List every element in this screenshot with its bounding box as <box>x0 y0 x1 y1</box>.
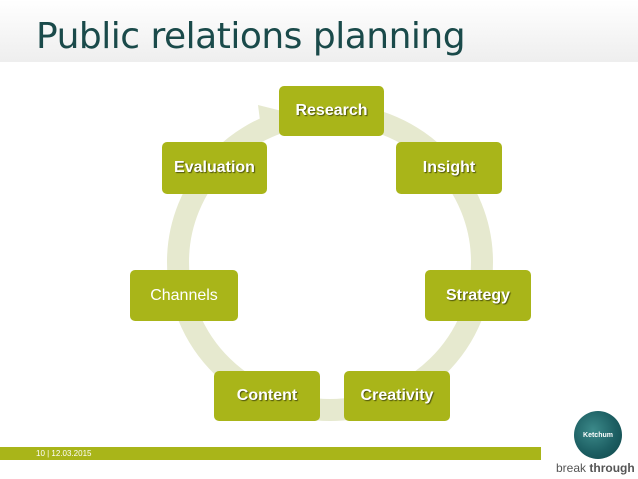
footer-page-date: 10 | 12.03.2015 <box>36 449 92 458</box>
step-channels-label: Channels <box>150 286 218 304</box>
tagline: break through <box>556 461 635 475</box>
step-insight: Insight <box>396 142 502 194</box>
ketchum-logo: Ketchum <box>574 411 622 459</box>
tagline-light: break <box>556 461 587 475</box>
step-insight-label: Insight <box>422 159 476 176</box>
logo-text: Ketchum <box>583 431 613 439</box>
step-content: Content <box>214 371 320 421</box>
step-channels: Channels <box>130 270 238 321</box>
step-content-label: Content <box>236 387 298 404</box>
step-research: Research <box>279 86 384 136</box>
step-strategy-label: Strategy <box>445 286 511 304</box>
footer-bar: 10 | 12.03.2015 <box>0 447 541 460</box>
step-strategy: Strategy <box>425 270 531 321</box>
step-evaluation-label: Evaluation <box>174 159 255 176</box>
header-band <box>0 0 638 62</box>
step-evaluation: Evaluation <box>162 142 267 194</box>
step-creativity: Creativity <box>344 371 450 421</box>
step-research-label: Research <box>295 102 368 119</box>
step-creativity-label: Creativity <box>360 387 434 404</box>
tagline-bold: through <box>589 461 635 475</box>
page-title: Public relations planning <box>36 16 466 57</box>
